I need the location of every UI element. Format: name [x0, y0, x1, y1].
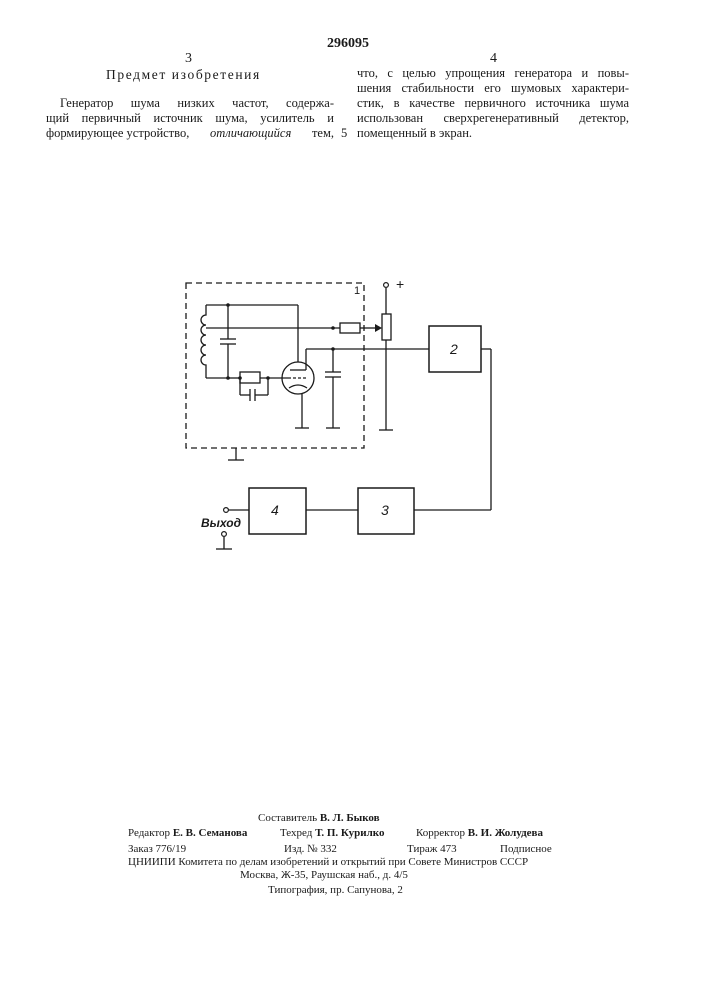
- output-label: Выход: [201, 516, 241, 530]
- order-number: Заказ 776/19: [128, 842, 186, 856]
- address: Москва, Ж-35, Раушская наб., д. 4/5: [240, 868, 408, 882]
- shield-enclosure: [186, 283, 364, 448]
- editor-label: Редактор: [128, 827, 170, 839]
- corrector-label: Корректор: [416, 827, 465, 839]
- output-ground-terminal: [222, 532, 227, 537]
- subscription: Подписное: [500, 842, 552, 856]
- supply-terminal: [384, 283, 389, 288]
- techred-line: Техред Т. П. Курилко: [280, 826, 384, 840]
- edition-number: Изд. № 332: [284, 842, 337, 856]
- circulation: Тираж 473: [407, 842, 457, 856]
- compiler-label: Составитель: [258, 812, 317, 824]
- corrector-name: В. И. Жолудева: [468, 827, 543, 839]
- junction-dot: [266, 376, 270, 380]
- potentiometer: [382, 314, 391, 340]
- tank-coil: [201, 305, 206, 378]
- shield-label: 1: [354, 285, 360, 297]
- junction-dot: [238, 376, 242, 380]
- corrector-line: Корректор В. И. Жолудева: [416, 826, 543, 840]
- grid-resistor: [240, 372, 260, 383]
- compiler-line: Составитель В. Л. Быков: [258, 811, 380, 825]
- institute: ЦНИИПИ Комитета по делам изобретений и о…: [128, 855, 528, 869]
- triode-cathode: [289, 385, 307, 388]
- block-4-label: 4: [271, 502, 279, 518]
- series-resistor: [340, 323, 360, 333]
- pot-wiper-arrow: [375, 324, 382, 332]
- junction-dot: [331, 347, 335, 351]
- editor-line: Редактор Е. В. Семанова: [128, 826, 247, 840]
- block-2-label: 2: [449, 341, 458, 357]
- editor-name: Е. В. Семанова: [173, 827, 248, 839]
- junction-dot: [331, 326, 335, 330]
- compiler-name: В. Л. Быков: [320, 812, 380, 824]
- junction-dot: [226, 376, 230, 380]
- printing-house: Типография, пр. Сапунова, 2: [268, 883, 403, 897]
- plus-label: +: [396, 276, 404, 292]
- junction-dots: [226, 303, 335, 380]
- techred-name: Т. П. Курилко: [315, 827, 384, 839]
- output-terminal: [224, 508, 229, 513]
- block-3-label: 3: [381, 502, 389, 518]
- junction-dot: [226, 303, 230, 307]
- techred-label: Техред: [280, 827, 312, 839]
